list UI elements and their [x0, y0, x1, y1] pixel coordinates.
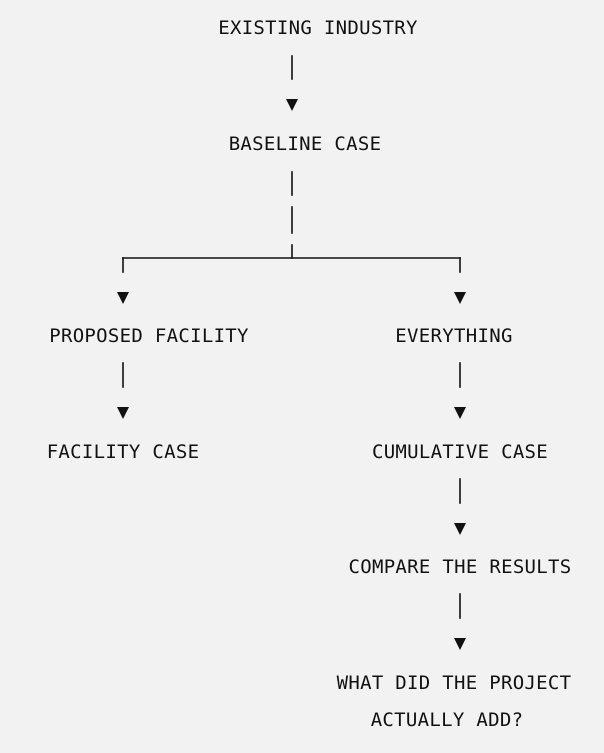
- node-everything: EVERYTHING: [395, 325, 513, 347]
- arrowhead-to-cumulative: [454, 407, 466, 419]
- arrowhead-to-everything: [454, 292, 466, 304]
- arrowhead-to-facility-case: [117, 407, 129, 419]
- node-baseline-case: BASELINE CASE: [228, 133, 382, 155]
- arrowhead-to-compare: [454, 523, 466, 535]
- node-question-line-2: ACTUALLY ADD?: [370, 709, 524, 731]
- node-compare-results: COMPARE THE RESULTS: [348, 556, 572, 578]
- node-existing-industry: EXISTING INDUSTRY: [218, 17, 418, 39]
- node-question-line-1: WHAT DID THE PROJECT: [336, 672, 572, 694]
- node-cumulative-case: CUMULATIVE CASE: [371, 441, 549, 463]
- arrowhead-to-proposed: [117, 292, 129, 304]
- arrowhead-to-baseline: [286, 99, 298, 111]
- node-facility-case: FACILITY CASE: [46, 441, 200, 463]
- node-proposed-facility: PROPOSED FACILITY: [49, 325, 249, 347]
- arrowhead-to-question: [454, 638, 466, 650]
